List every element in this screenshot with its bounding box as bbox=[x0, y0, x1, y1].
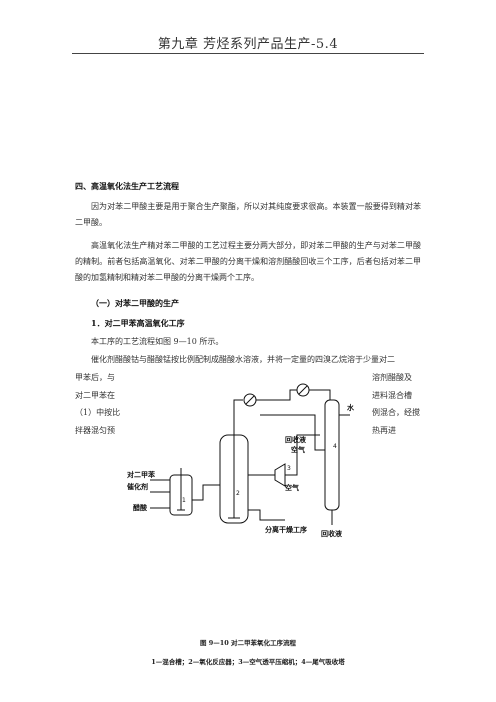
label-number-3: 3 bbox=[287, 465, 291, 472]
pipe-1-to-2 bbox=[192, 484, 220, 501]
wrap-left-line: 甲苯后，与 bbox=[75, 373, 115, 382]
pipe-reactor-vapor bbox=[233, 399, 243, 435]
paragraph-process-overview: 高温氧化法生产精对苯二甲酸的工艺过程主要分两大部分，即对苯二甲酸的生产与对苯二甲… bbox=[75, 241, 421, 282]
label-separation: 分离干燥工序 bbox=[265, 525, 307, 534]
subsubsection-heading: 1．对二甲苯高温氧化工序 bbox=[91, 318, 185, 328]
wrap-right-line: 溶剂醋酸及 bbox=[372, 373, 412, 382]
air-compressor-3 bbox=[274, 463, 286, 487]
label-number-4: 4 bbox=[333, 443, 337, 450]
pipe-to-separation bbox=[248, 509, 285, 521]
figure-caption-legend: 1—混合槽；2—氧化反应器；3—空气透平压缩机；4—尾气吸收塔 bbox=[151, 658, 345, 666]
label-air-top: 空气 bbox=[291, 445, 305, 454]
label-catalyst: 催化剂 bbox=[127, 482, 148, 491]
pipe-to-condenser-right bbox=[256, 389, 297, 401]
wrap-right-line: 热再进 bbox=[372, 425, 396, 435]
absorption-tower-4 bbox=[324, 399, 340, 511]
section-heading: 四、高温氧化法生产工艺流程 bbox=[75, 181, 179, 191]
paragraph-catalyst: 催化剂醋酸钴与醋酸锰按比例配制成醋酸水溶液，并将一定量的四溴乙烷溶于少量对二 bbox=[91, 355, 395, 364]
condenser-right-mark bbox=[298, 385, 308, 395]
wrap-left-line: （1）中按比 bbox=[75, 408, 121, 417]
process-flow-diagram: 对二甲苯 催化剂 醋酸 分离干燥工序 回收液 空气 空气 水 回收液 1 2 3… bbox=[127, 383, 355, 538]
paragraph-figure-ref: 本工序的工艺流程如图 9—10 所示。 bbox=[91, 337, 224, 346]
header-rule bbox=[72, 53, 424, 54]
wrap-right-line: 进料混合槽 bbox=[372, 390, 412, 400]
label-recovery-bottom: 回收液 bbox=[321, 529, 343, 538]
label-acetic: 醋酸 bbox=[133, 503, 148, 512]
pipe-recycle bbox=[260, 414, 325, 451]
label-number-1: 1 bbox=[182, 497, 186, 504]
label-number-2: 2 bbox=[236, 490, 240, 497]
label-pxylene: 对二甲苯 bbox=[127, 470, 156, 479]
pipe-compressor-out bbox=[285, 460, 298, 476]
wrap-right-line: 例混合，经搅 bbox=[372, 408, 420, 417]
condenser-left-mark bbox=[245, 395, 255, 405]
wrap-left-line: 对二甲苯在 bbox=[75, 390, 115, 400]
label-water: 水 bbox=[347, 403, 355, 412]
label-air-bottom: 空气 bbox=[285, 483, 299, 492]
pipe-exhaust bbox=[296, 434, 320, 460]
wrap-left-text: 甲苯后，与 对二甲苯在 （1）中按比 拌器混匀预 bbox=[75, 369, 120, 439]
label-recovery-liquid: 回收液 bbox=[285, 435, 307, 444]
paragraph-purity: 因为对苯二甲酸主要是用于聚合生产聚酯，所以对其纯度要求很高。本装置一般要得到精对… bbox=[75, 202, 421, 227]
page-header: 第九章 芳烃系列产品生产-5.4 bbox=[157, 37, 339, 52]
wrap-left-line: 拌器混匀预 bbox=[75, 425, 115, 435]
figure-caption-title: 图 9—10 对二甲苯氧化工序流程 bbox=[199, 639, 297, 647]
wrap-right-text: 溶剂醋酸及 进料混合槽 例混合，经搅 热再进 bbox=[372, 369, 420, 439]
subsection-heading: （一）对苯二甲酸的生产 bbox=[91, 298, 179, 308]
pipe-to-absorber bbox=[309, 389, 331, 400]
